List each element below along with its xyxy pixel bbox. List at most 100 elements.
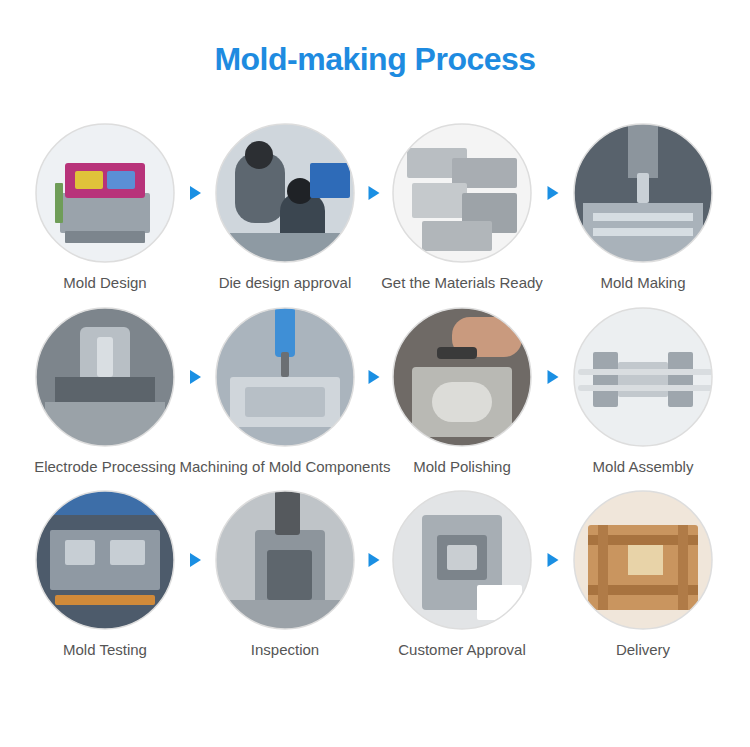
- photo-detail: [422, 221, 492, 251]
- process-step: Inspection: [210, 490, 360, 659]
- step-arrow: [536, 553, 569, 567]
- photo-ground: [215, 123, 355, 263]
- photo-ground: [573, 123, 713, 263]
- circle-outline: [574, 308, 712, 446]
- photo-detail: [598, 525, 608, 610]
- photo-ground: [392, 307, 532, 447]
- step-photo: [392, 123, 532, 263]
- process-step: Machining of Mold Components: [210, 307, 360, 476]
- photo-detail: [628, 545, 663, 575]
- step-photo: [573, 490, 713, 630]
- photo-detail: [593, 213, 693, 221]
- step-arrow: [359, 186, 388, 200]
- photo-detail: [678, 525, 688, 610]
- step-photo: [35, 307, 175, 447]
- photo-detail: [65, 163, 145, 198]
- process-step: Mold Design: [30, 123, 180, 292]
- photo-detail: [287, 178, 313, 204]
- arrow-head: [548, 553, 559, 567]
- photo-detail: [97, 337, 113, 377]
- step-label: Mold Making: [600, 274, 685, 292]
- step-label: Customer Approval: [398, 641, 526, 659]
- step-photo: [573, 307, 713, 447]
- arrow-head: [548, 186, 559, 200]
- process-step: Electrode Processing: [30, 307, 180, 476]
- photo-detail: [281, 352, 289, 377]
- step-photo: [215, 490, 355, 630]
- circle-outline: [393, 308, 531, 446]
- photo-ground: [573, 490, 713, 630]
- step-photo: [35, 123, 175, 263]
- photo-detail: [593, 228, 693, 236]
- arrow-head: [190, 186, 201, 200]
- photo-ground: [573, 307, 713, 447]
- photo-ground: [35, 123, 175, 263]
- step-label: Electrode Processing: [34, 458, 176, 476]
- circle-outline: [36, 124, 174, 262]
- photo-detail: [55, 377, 155, 402]
- process-step: Customer Approval: [387, 490, 537, 659]
- arrow-head: [369, 186, 380, 200]
- photo-detail: [65, 231, 145, 243]
- photo-detail: [578, 385, 713, 391]
- step-arrow: [179, 186, 211, 200]
- photo-detail: [50, 530, 160, 590]
- process-step: Mold Polishing: [387, 307, 537, 476]
- arrow-head: [190, 553, 201, 567]
- photo-detail: [45, 402, 165, 447]
- photo-detail: [432, 382, 492, 422]
- step-label: Mold Polishing: [413, 458, 511, 476]
- process-step: Die design approval: [210, 123, 360, 292]
- photo-detail: [437, 347, 477, 359]
- photo-detail: [60, 193, 150, 233]
- step-label: Mold Assembly: [593, 458, 694, 476]
- step-label: Machining of Mold Components: [180, 458, 391, 476]
- photo-detail: [65, 540, 95, 565]
- photo-detail: [55, 595, 155, 605]
- arrow-head: [548, 370, 559, 384]
- photo-detail: [628, 123, 658, 178]
- step-photo: [392, 490, 532, 630]
- photo-detail: [275, 307, 295, 357]
- photo-detail: [310, 163, 350, 198]
- process-step: Mold Testing: [30, 490, 180, 659]
- step-arrow: [359, 553, 388, 567]
- step-arrow: [179, 553, 211, 567]
- photo-detail: [245, 141, 273, 169]
- step-label: Mold Testing: [63, 641, 147, 659]
- photo-detail: [588, 525, 698, 610]
- arrow-head: [369, 370, 380, 384]
- photo-ground: [215, 490, 355, 630]
- step-arrow: [179, 370, 211, 384]
- circle-outline: [216, 124, 354, 262]
- process-step: Mold Making: [568, 123, 718, 292]
- step-label: Delivery: [616, 641, 670, 659]
- circle-outline: [574, 124, 712, 262]
- step-arrow: [536, 370, 569, 384]
- step-photo: [215, 307, 355, 447]
- circle-outline: [393, 491, 531, 629]
- step-photo: [35, 490, 175, 630]
- photo-detail: [437, 535, 487, 580]
- photo-detail: [668, 352, 693, 407]
- photo-detail: [110, 540, 145, 565]
- circle-outline: [393, 124, 531, 262]
- circle-outline: [574, 491, 712, 629]
- photo-ground: [392, 123, 532, 263]
- process-step: Delivery: [568, 490, 718, 659]
- photo-detail: [412, 367, 512, 437]
- photo-detail: [75, 171, 103, 189]
- step-label: Inspection: [251, 641, 319, 659]
- photo-detail: [215, 600, 355, 630]
- photo-detail: [578, 369, 713, 375]
- step-label: Die design approval: [219, 274, 352, 292]
- photo-ground: [215, 307, 355, 447]
- photo-detail: [593, 352, 618, 407]
- photo-detail: [245, 387, 325, 417]
- arrow-head: [190, 370, 201, 384]
- photo-detail: [637, 173, 649, 203]
- photo-detail: [477, 585, 522, 620]
- process-step: Mold Assembly: [568, 307, 718, 476]
- circle-outline: [36, 308, 174, 446]
